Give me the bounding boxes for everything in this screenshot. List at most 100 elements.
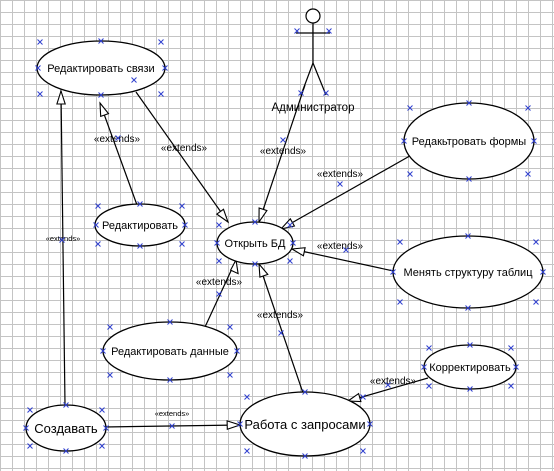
use-case-queries-label: Работа с запросами [244, 417, 365, 432]
connection-point-marker [278, 330, 284, 336]
connection-point-marker [98, 92, 104, 98]
extends-label-edit-editlinks: «extends» [94, 134, 141, 145]
connection-point-marker [533, 299, 539, 305]
connection-point-marker [294, 28, 300, 34]
connection-point-marker [93, 222, 99, 228]
connection-point-marker [397, 299, 403, 305]
use-case-open-db[interactable]: Открыть БД [216, 221, 294, 265]
connection-point-marker [397, 239, 403, 245]
connection-point-marker [95, 241, 101, 247]
actor-label: Администратор [272, 102, 355, 114]
connection-point-marker [37, 39, 43, 45]
connection-point-marker [137, 201, 143, 207]
line-structure-opendb [291, 248, 399, 273]
actor-head [305, 8, 321, 24]
connection-point-marker [385, 382, 391, 388]
use-case-open-db-label: Открыть БД [225, 238, 286, 250]
arrowhead-queries-from-create [226, 420, 242, 431]
use-case-create[interactable]: Создавать [25, 404, 107, 452]
actor-leg-left [300, 62, 314, 96]
connection-point-marker [407, 105, 413, 111]
connection-point-marker [131, 77, 137, 83]
extends-label-data-opendb: «extends» [196, 277, 243, 288]
connection-point-marker [107, 372, 113, 378]
connection-point-marker [216, 258, 222, 264]
connection-point-marker [302, 389, 308, 395]
use-case-change-structure-label: Менять структуру таблиц [403, 267, 533, 279]
connection-point-marker [234, 348, 240, 354]
connection-point-marker [162, 65, 168, 71]
connection-point-marker [182, 222, 188, 228]
line-queries-opendb [258, 263, 304, 394]
actor-leg-right [312, 62, 327, 96]
use-case-queries[interactable]: Работа с запросами [239, 391, 371, 457]
connection-point-marker [27, 407, 33, 413]
connection-point-marker [63, 402, 69, 408]
use-case-correct-label: Корректировать [429, 362, 511, 374]
use-case-change-structure[interactable]: Менять структуру таблиц [392, 235, 544, 309]
connection-point-marker [531, 138, 537, 144]
connectors [60, 84, 429, 428]
connection-point-marker [337, 181, 343, 187]
connection-point-marker [287, 258, 293, 264]
use-case-edit-data[interactable]: Редактировать данные [102, 321, 238, 381]
line-forms-opendb [280, 152, 416, 230]
connection-point-marker [360, 448, 366, 454]
line-edit-editlinks [99, 102, 138, 206]
connection-point-marker [137, 243, 143, 249]
connection-point-marker [465, 233, 471, 239]
extends-labels: «extends» «extends» «extends» «extends» … [46, 134, 417, 418]
connection-point-marker [540, 269, 546, 275]
connection-point-marker [99, 407, 105, 413]
connection-point-marker [244, 448, 250, 454]
actor-administrator[interactable]: Администратор [272, 8, 355, 114]
line-data-opendb [204, 259, 237, 328]
connection-point-marker [508, 345, 514, 351]
connection-point-marker [23, 425, 29, 431]
arrowhead-opendb-from-admin [258, 207, 268, 224]
extends-label-structure-opendb: «extends» [317, 241, 364, 252]
extends-label-correct-queries: «extends» [370, 376, 417, 387]
connection-point-marker [287, 222, 293, 228]
selection-markers [23, 28, 546, 459]
connection-point-marker [103, 425, 109, 431]
use-case-create-label: Создавать [34, 421, 98, 436]
line-admin-opendb [258, 84, 306, 223]
connection-point-marker [467, 386, 473, 392]
connection-point-marker [237, 421, 243, 427]
connection-point-marker [302, 453, 308, 459]
connection-point-marker [169, 423, 175, 429]
connection-point-marker [95, 203, 101, 209]
connection-point-marker [421, 364, 427, 370]
connection-point-marker [158, 91, 164, 97]
connection-point-marker [158, 39, 164, 45]
connection-point-marker [407, 171, 413, 177]
connection-point-marker [426, 383, 432, 389]
connection-point-marker [343, 247, 349, 253]
line-editlinks-opendb [135, 91, 229, 223]
extends-label-create-queries: «extends» [155, 409, 190, 418]
arrowheads [56, 89, 362, 431]
arrowhead-opendb-from-editlinks [215, 208, 230, 224]
arrowhead-queries-from-correct [346, 392, 362, 403]
connection-point-marker [252, 261, 258, 267]
connection-point-marker [115, 135, 121, 141]
connection-point-marker [280, 137, 286, 143]
arrowhead-opendb-from-queries [258, 262, 269, 278]
connection-point-marker [227, 372, 233, 378]
use-case-edit-data-label: Редактировать данные [111, 346, 229, 358]
connection-point-marker [466, 176, 472, 182]
extends-label-forms-opendb: «extends» [317, 169, 364, 180]
connection-point-marker [360, 394, 366, 400]
use-case-edit-forms[interactable]: Редакьтровать формы [403, 102, 535, 180]
use-case-edit[interactable]: Редактировать [94, 203, 186, 247]
use-case-correct[interactable]: Корректировать [423, 344, 517, 390]
connection-point-marker [107, 324, 113, 330]
connection-point-marker [27, 443, 33, 449]
connection-point-marker [508, 383, 514, 389]
line-correct-queries [347, 377, 429, 402]
use-case-edit-links[interactable]: Редактировать связи [36, 40, 166, 96]
connection-point-marker [214, 240, 220, 246]
connection-point-marker [63, 448, 69, 454]
